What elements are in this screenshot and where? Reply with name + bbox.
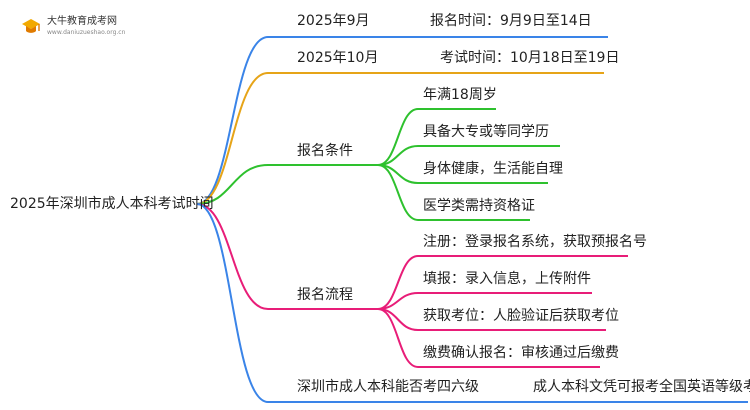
process-item: 获取考位：人脸验证后获取考位 — [423, 308, 619, 324]
logo-name: 大牛教育成考网 — [47, 16, 117, 27]
node-cet-detail: 成人本科文凭可报考全国英语等级考试 — [533, 379, 750, 395]
connector-conditions — [196, 164, 269, 205]
root-topic: 2025年深圳市成人本科考试时间 — [10, 196, 214, 212]
process-item: 缴费确认报名：审核通过后缴费 — [423, 345, 619, 361]
node-sep-label: 2025年9月 — [297, 13, 370, 29]
connector-sep — [196, 36, 269, 205]
connector-process-item — [377, 308, 419, 368]
condition-item: 年满18周岁 — [423, 87, 497, 103]
graduation-cap-icon — [22, 19, 40, 33]
node-sep-detail: 报名时间：9月9日至14日 — [430, 13, 592, 29]
process-item: 填报：录入信息，上传附件 — [423, 271, 591, 287]
node-cet-label: 深圳市成人本科能否考四六级 — [297, 379, 479, 395]
process-connectors — [377, 255, 628, 368]
node-process-label: 报名流程 — [297, 287, 353, 303]
condition-item: 医学类需持资格证 — [423, 198, 535, 214]
condition-item: 具备大专或等同学历 — [423, 124, 549, 140]
node-conditions-label: 报名条件 — [297, 143, 353, 159]
condition-item: 身体健康，生活能自理 — [423, 161, 563, 177]
connector-oct — [196, 72, 269, 205]
connector-condition-item — [377, 164, 419, 221]
conditions-connectors — [377, 108, 560, 221]
node-oct-detail: 考试时间：10月18日至19日 — [440, 50, 620, 66]
process-item: 注册：登录报名系统，获取预报名号 — [423, 234, 647, 250]
connector-condition-item — [377, 108, 419, 166]
node-oct-label: 2025年10月 — [297, 50, 379, 66]
site-logo[interactable]: 大牛教育成考网 www.daniuzueshao.org.cn — [20, 12, 130, 46]
connector-process — [196, 203, 269, 310]
connector-process-item — [377, 255, 419, 310]
connector-cet — [196, 203, 269, 403]
logo-url: www.daniuzueshao.org.cn — [47, 29, 126, 36]
